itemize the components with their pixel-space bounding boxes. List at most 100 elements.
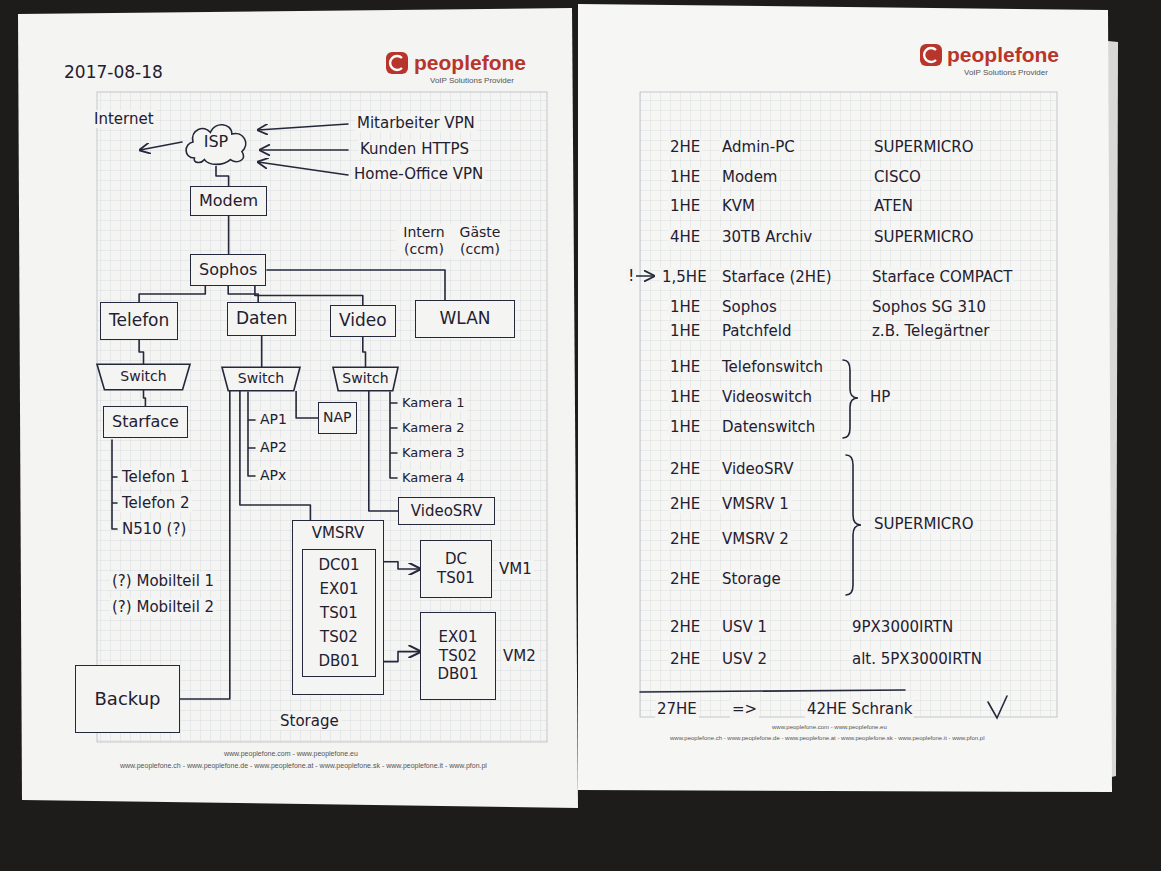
handwritten-note: VoIP Solutions Provider (428, 76, 516, 86)
handwritten-note: CISCO (872, 168, 923, 186)
network-box: VMSRV DC01EX01TS01TS02DB01 (292, 520, 384, 695)
node-text: DB01 (438, 665, 479, 684)
node-text: TS01 (437, 569, 475, 588)
handwritten-note: 27HE (655, 700, 699, 718)
handwritten-note: 1,5HE (660, 268, 709, 286)
handwritten-note: 1HE (668, 322, 702, 340)
handwritten-note: Kamera 1 (400, 395, 467, 411)
connector (363, 337, 366, 367)
node-text: ISP (204, 132, 229, 152)
sketch-element (248, 392, 255, 476)
network-box: Telefon (100, 302, 178, 340)
node-text: Switch (342, 370, 388, 388)
sketch-lines (112, 124, 1007, 718)
handwritten-note: Kunden HTTPS (358, 140, 471, 158)
handwritten-note: Intern (ccm) (396, 224, 452, 258)
network-box: EX01TS02DB01VM2 (420, 612, 496, 700)
connector (216, 166, 229, 186)
connector (144, 390, 146, 406)
sketch-element (390, 392, 397, 478)
handwritten-note: Telefon 1 (120, 468, 192, 486)
handwritten-note: AP2 (258, 439, 289, 456)
handwritten-note: 1HE (668, 168, 702, 186)
network-box: Backup (75, 665, 180, 733)
paper-sheet (578, 4, 1112, 792)
node-text: DC01 (318, 553, 359, 577)
node-text: Telefon (109, 310, 169, 331)
switch-trapezoid: Switch (97, 364, 190, 390)
handwritten-note: Telefonswitch (720, 358, 825, 376)
node-text: Daten (236, 308, 287, 329)
handwritten-note: z.B. Telegärtner (870, 322, 991, 340)
footer-text: www.peoplefone.ch - www.peoplefone.de - … (118, 762, 489, 770)
grid-area (97, 92, 547, 742)
node-text: TS02 (320, 625, 358, 649)
handwritten-note: Home-Office VPN (352, 165, 485, 183)
handwritten-note: 9PX3000IRTN (850, 618, 955, 636)
network-box: Daten (227, 302, 296, 336)
handwritten-note: 4HE (668, 228, 702, 246)
footer-text: www.peoplefone.com - www.peoplefone.eu (770, 724, 889, 731)
node-text: EX01 (320, 577, 359, 601)
node-text: VMSRV (312, 524, 365, 543)
handwritten-note: VoIP Solutions Provider (962, 68, 1050, 78)
connector (296, 391, 318, 418)
handwritten-note: Telefon 2 (120, 494, 192, 512)
sketch-element (112, 440, 117, 529)
grid-area (640, 92, 1057, 717)
connector (240, 391, 311, 520)
sketch-element (260, 149, 348, 151)
node-text: VM1 (497, 560, 534, 579)
connector (228, 216, 230, 254)
handwritten-note: alt. 5PX3000IRTN (850, 650, 984, 668)
handwritten-note: SUPERMICRO (872, 138, 976, 156)
sketch-element (258, 124, 348, 130)
brand-logo: peoplefone (945, 42, 1061, 67)
handwritten-note: 2017-08-18 (62, 62, 165, 82)
shape-outline (97, 364, 190, 389)
handwritten-note: SUPERMICRO (872, 515, 976, 533)
handwritten-note: 42HE Schrank (805, 700, 914, 718)
handwritten-note: Kamera 3 (400, 445, 467, 461)
node-text: Backup (95, 688, 161, 711)
network-box: DCTS01VM1 (420, 540, 492, 598)
handwritten-note: Starface (2HE) (720, 268, 833, 286)
connector (139, 286, 205, 302)
handwritten-note: 1HE (668, 358, 702, 376)
handwritten-note: Modem (720, 168, 779, 186)
handwritten-note: 2HE (668, 570, 702, 588)
node-text: TS02 (439, 647, 477, 666)
handwritten-note: 2HE (668, 138, 702, 156)
handwritten-note: 2HE (668, 495, 702, 513)
footer-text: www.peoplefone.com - www.peoplefone.eu (222, 750, 360, 758)
switch-trapezoid: Switch (222, 367, 300, 391)
handwritten-note: USV 1 (720, 618, 769, 636)
node-text: Switch (238, 370, 284, 388)
handwritten-note: Sophos (720, 298, 779, 316)
network-box: Sophos (190, 254, 266, 286)
network-box: WLAN (415, 300, 515, 338)
sketch-element (920, 44, 942, 66)
sketch-element (924, 48, 936, 62)
switch-trapezoid: Switch (333, 367, 398, 391)
handwritten-note: VideoSRV (720, 460, 795, 478)
connector (261, 336, 263, 367)
handwritten-note: 2HE (668, 530, 702, 548)
handwritten-note: Storage (720, 570, 783, 588)
connector (228, 286, 258, 302)
handwritten-note: AP1 (258, 411, 289, 428)
shape-outline (186, 125, 246, 165)
network-box: Starface (103, 406, 188, 438)
node-text: WLAN (439, 308, 490, 329)
node-text: Video (339, 310, 387, 331)
node-text: Modem (199, 191, 258, 211)
network-box: DC01EX01TS01TS02DB01 (302, 549, 376, 677)
shape-outline (222, 367, 300, 391)
handwritten-note: Kamera 4 (400, 470, 467, 486)
handwritten-note: VMSRV 1 (720, 495, 791, 513)
network-box: Modem (190, 186, 267, 216)
handwritten-note: KVM (720, 197, 757, 215)
handwritten-note: 1HE (668, 388, 702, 406)
handwritten-note: Mitarbeiter VPN (355, 114, 477, 132)
sketch-element (140, 142, 182, 150)
